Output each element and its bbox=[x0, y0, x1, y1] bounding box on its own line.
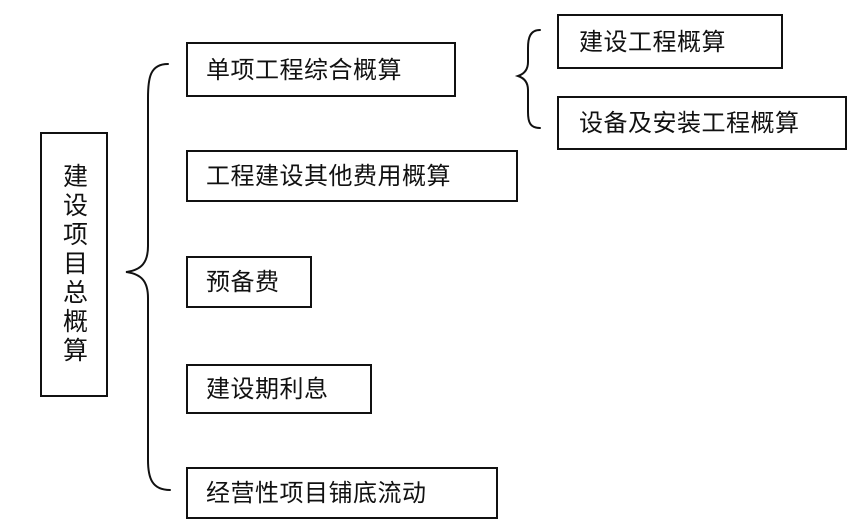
main-brace bbox=[125, 63, 171, 491]
child-label: 预备费 bbox=[206, 268, 280, 296]
child-box-single-project-estimate: 单项工程综合概算 bbox=[186, 42, 456, 97]
child-box-contingency: 预备费 bbox=[186, 256, 312, 308]
root-box-total-estimate: 建设项目总概算 bbox=[40, 132, 108, 397]
grandchild-label: 建设工程概算 bbox=[579, 27, 726, 56]
child-label: 经营性项目铺底流动 bbox=[206, 479, 427, 507]
root-label: 建设项目总概算 bbox=[59, 163, 89, 366]
child-box-other-construction-costs: 工程建设其他费用概算 bbox=[186, 150, 518, 202]
child-label: 工程建设其他费用概算 bbox=[206, 162, 451, 190]
child-box-construction-interest: 建设期利息 bbox=[186, 364, 372, 414]
child-label: 建设期利息 bbox=[206, 375, 329, 403]
grandchild-box-construction-estimate: 建设工程概算 bbox=[557, 14, 783, 69]
child-label: 单项工程综合概算 bbox=[206, 55, 402, 84]
sub-brace bbox=[514, 29, 541, 129]
grandchild-label: 设备及安装工程概算 bbox=[579, 109, 800, 137]
grandchild-box-equipment-install-estimate: 设备及安装工程概算 bbox=[557, 96, 847, 150]
child-box-working-capital: 经营性项目铺底流动 bbox=[186, 467, 498, 519]
